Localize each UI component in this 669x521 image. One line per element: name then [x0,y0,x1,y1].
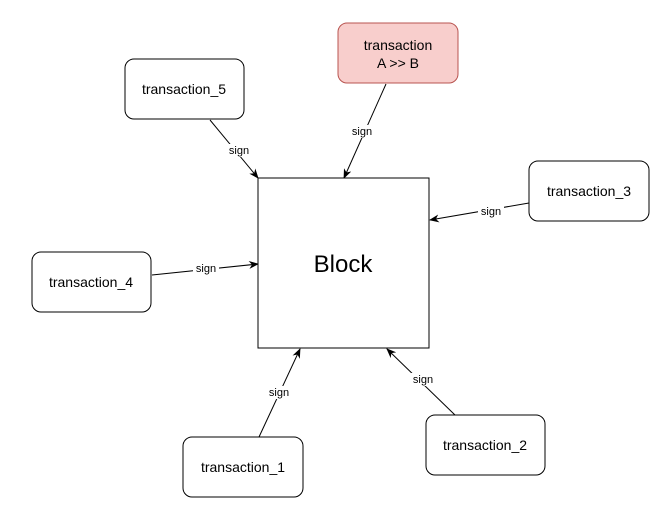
transaction-ab-node[interactable]: transaction A >> B [337,22,459,84]
transaction-2-node[interactable]: transaction_2 [425,414,546,476]
edge-label-sign-4: sign [196,263,216,275]
edge-label-sign-ab: sign [352,126,372,138]
edge-labels: sign sign sign sign sign sign [193,125,504,399]
transaction-3-node[interactable]: transaction_3 [528,160,650,222]
transaction-4-node[interactable]: transaction_4 [31,251,152,313]
edge-label-sign-1: sign [269,387,289,399]
transaction-1-label: transaction_1 [201,459,285,475]
transaction-5-node[interactable]: transaction_5 [124,58,245,120]
transaction-3-label: transaction_3 [547,183,631,199]
edge-label-sign-3: sign [481,206,501,218]
transaction-2-label: transaction_2 [443,437,527,453]
edge-label-sign-2: sign [413,374,433,386]
transaction-ab-label-line2: A >> B [377,55,419,71]
transaction-ab-label-line1: transaction [364,37,432,53]
transaction-5-label: transaction_5 [142,81,226,97]
block-label: Block [314,251,374,278]
block-node[interactable]: Block [257,177,430,349]
transaction-1-node[interactable]: transaction_1 [182,436,304,498]
edge-label-sign-5: sign [229,145,249,157]
transaction-4-label: transaction_4 [49,274,133,290]
